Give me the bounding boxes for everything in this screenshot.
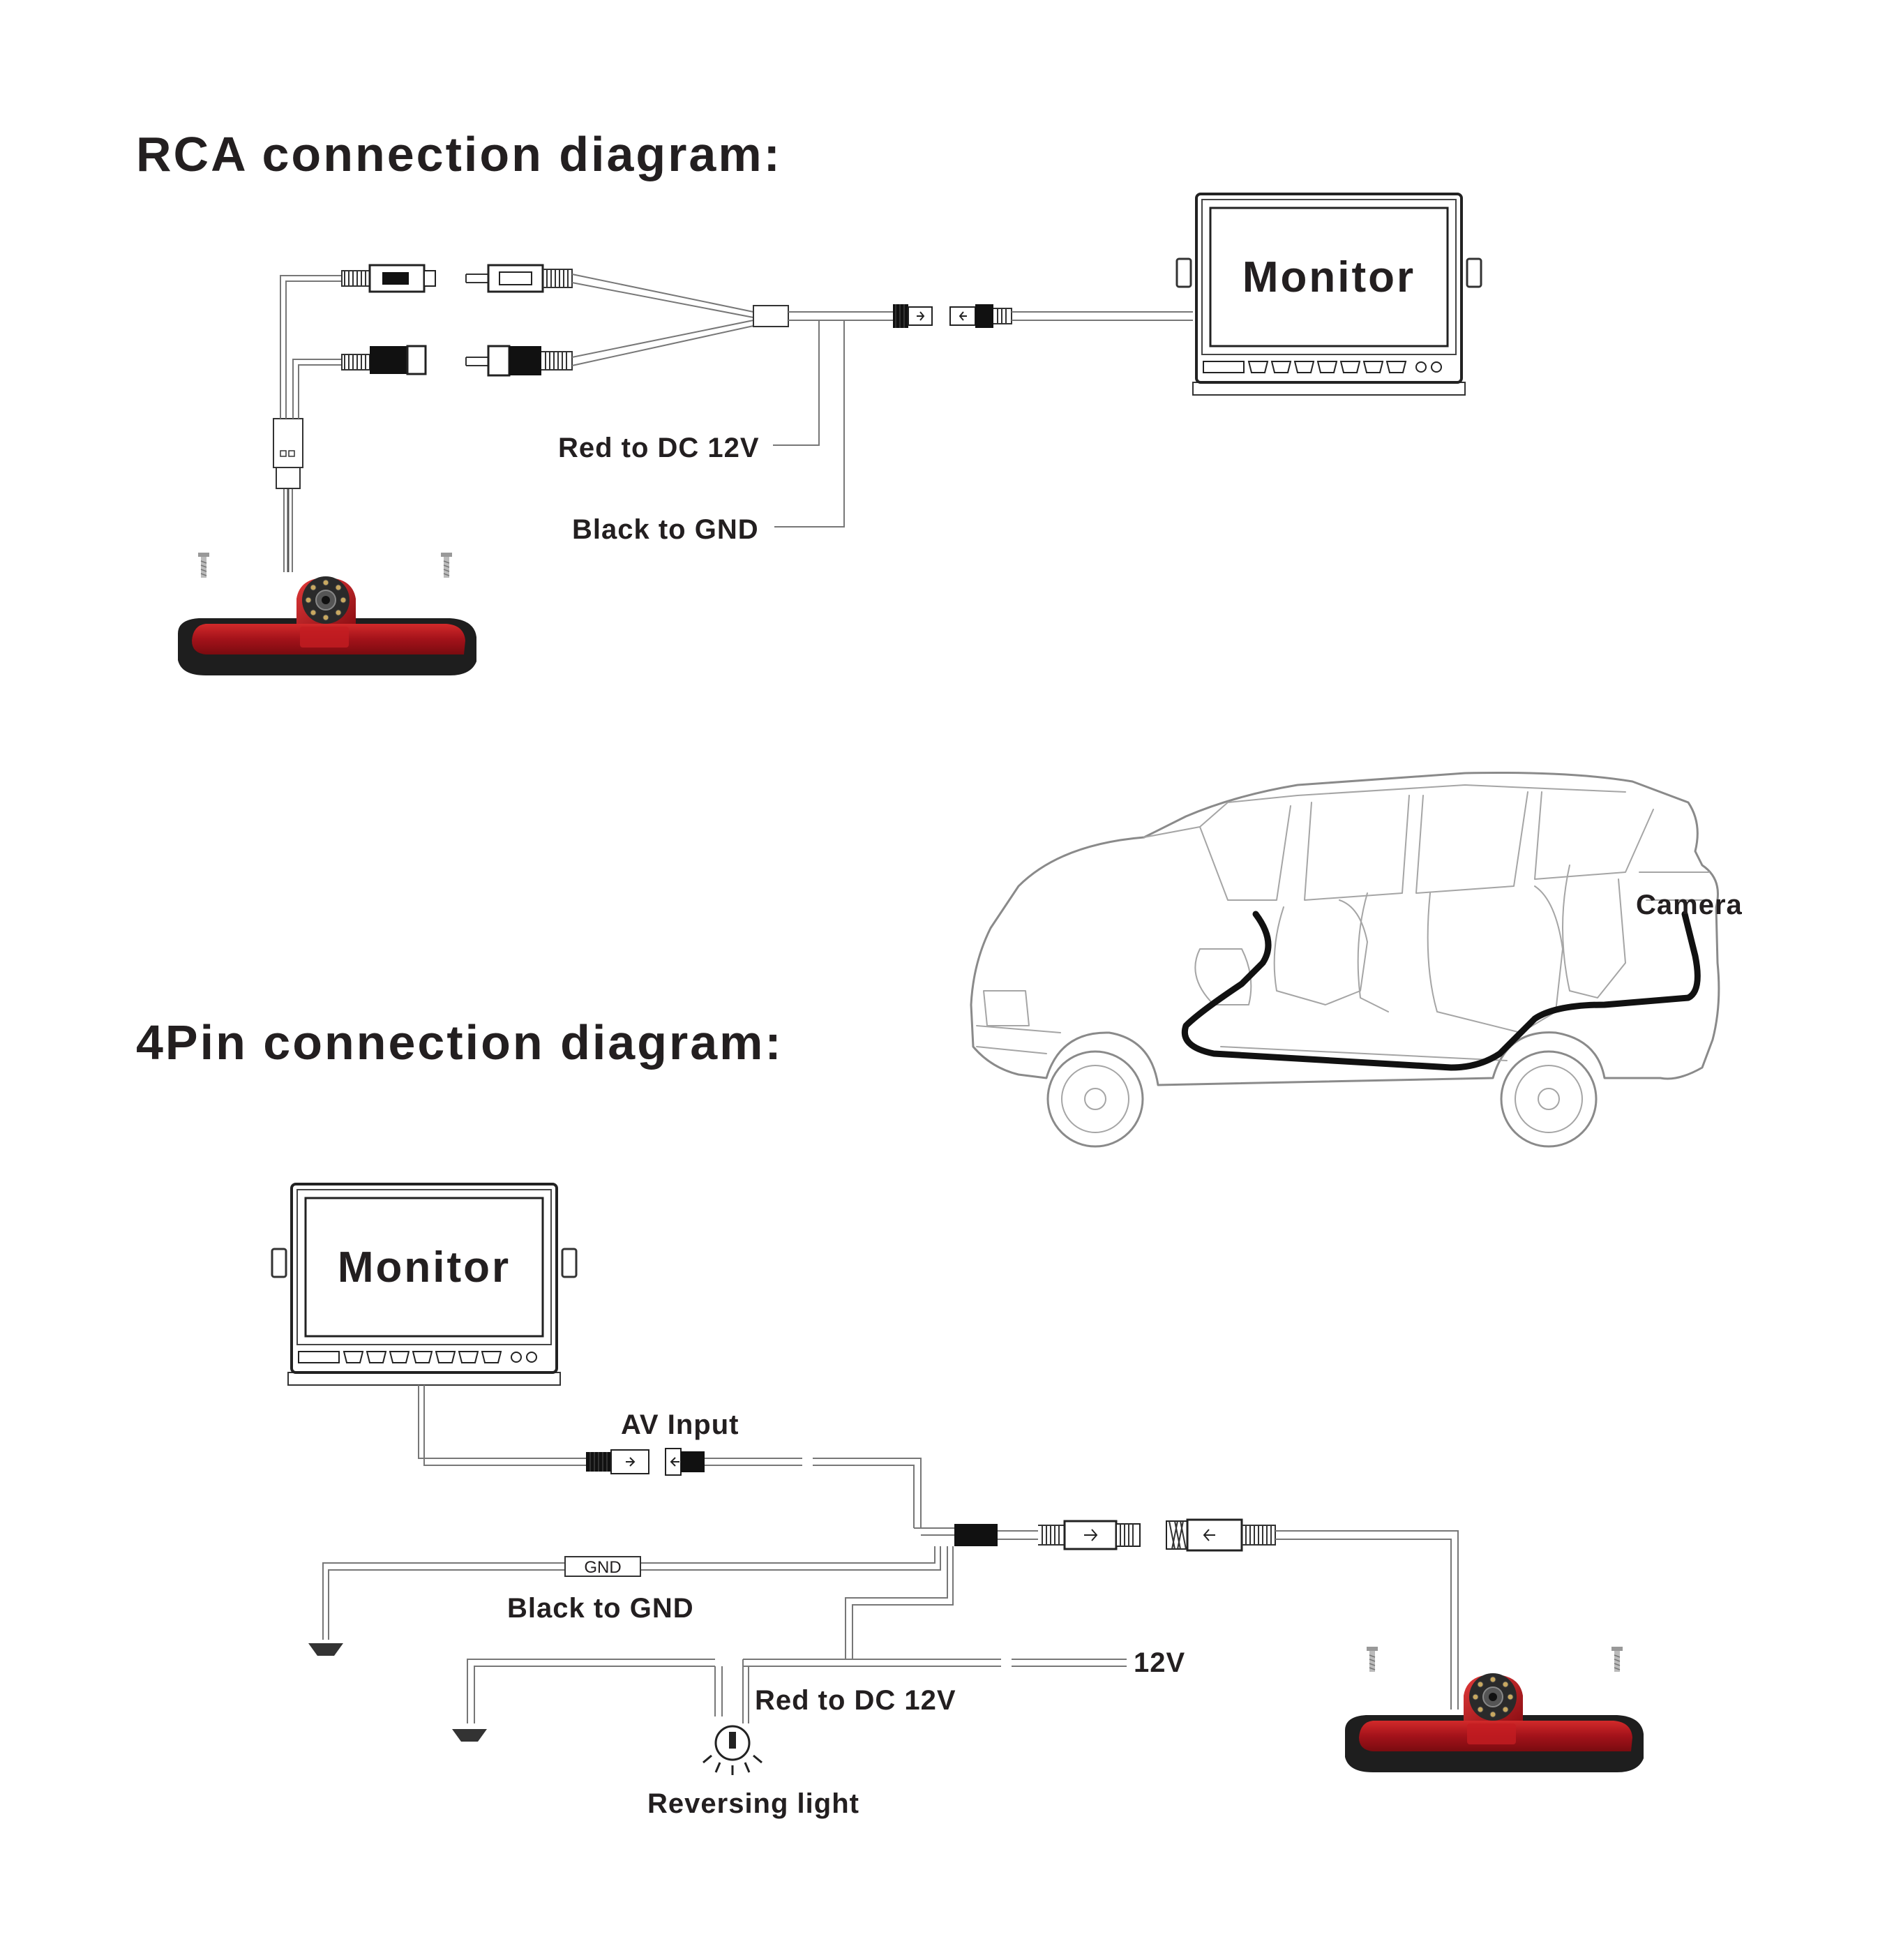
pin4-voltage-label: 12V	[1134, 1647, 1185, 1678]
ground-symbol-center	[452, 1729, 487, 1742]
rca-female-power-plug	[341, 345, 427, 375]
car-camera-label: Camera	[1636, 890, 1743, 920]
rca-aviation-female-connector	[949, 304, 1193, 328]
rca-title: RCA connection diagram:	[136, 127, 782, 181]
pin4-title: 4Pin connection diagram:	[136, 1015, 783, 1070]
pin4-monitor: Monitor	[271, 1183, 578, 1386]
rca-red-label: Red to DC 12V	[558, 433, 760, 463]
rca-screw-right	[440, 552, 453, 578]
pin4-reversing-label: Reversing light	[647, 1788, 859, 1819]
pin4-junction	[914, 1520, 1141, 1550]
pin4-monitor-label: Monitor	[338, 1243, 511, 1292]
rca-aviation-male-connector	[893, 304, 933, 328]
pin4-reversing-wire	[452, 1659, 762, 1775]
rca-screw-left	[197, 552, 210, 578]
rca-monitor: Monitor	[1175, 193, 1482, 396]
reversing-light-bulb-icon	[702, 1725, 762, 1775]
rca-y-splitter-cable	[273, 275, 342, 572]
pin4-12v-wire	[742, 1546, 1127, 1723]
car-wiring-illustration: Camera	[970, 772, 1743, 1148]
pin4-screw-left	[1366, 1646, 1378, 1673]
pin4-black-label: Black to GND	[507, 1593, 694, 1624]
pin4-screw-right	[1611, 1646, 1623, 1673]
pin4-camera	[1344, 1673, 1644, 1773]
pin4-gnd-wire: GND	[308, 1546, 941, 1656]
rca-female-video-plug	[341, 264, 436, 293]
pin4-gnd-tag: GND	[584, 1558, 621, 1577]
pin4-av-input-label: AV Input	[621, 1409, 739, 1440]
pin4-camera-connector	[1166, 1518, 1459, 1710]
rca-male-video-plug	[465, 264, 573, 293]
rca-monitor-label: Monitor	[1242, 253, 1415, 301]
rca-black-label: Black to GND	[572, 514, 759, 545]
pin4-red-label: Red to DC 12V	[755, 1685, 956, 1716]
ground-symbol-left	[308, 1643, 343, 1656]
rca-main-cable	[571, 274, 893, 528]
rca-male-power-plug	[465, 345, 573, 377]
rca-camera	[177, 576, 477, 676]
pin4-monitor-cable	[418, 1385, 922, 1528]
